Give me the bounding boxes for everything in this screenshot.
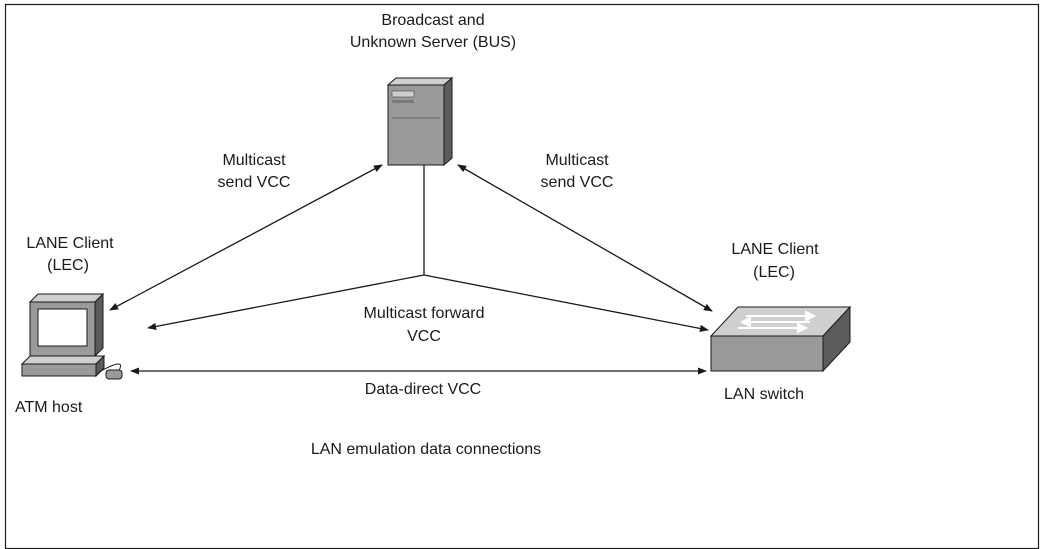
lan-switch-label: LAN switch <box>724 386 805 403</box>
atm-host-label: ATM host <box>15 399 83 416</box>
left-client-label-line1: LANE Client <box>26 235 114 252</box>
bus-server-icon <box>386 76 454 167</box>
left-multicast-send-vcc-arrow <box>109 164 383 311</box>
left-multicast-send-label-line2: send VCC <box>217 174 291 191</box>
lan-switch-icon <box>709 305 852 373</box>
right-multicast-send-vcc-arrow <box>457 164 713 312</box>
multicast-forward-label-line2: VCC <box>407 328 441 345</box>
bus-label-line2: Unknown Server (BUS) <box>349 34 517 51</box>
left-client-label-line2: (LEC) <box>47 257 89 274</box>
diagram-caption: LAN emulation data connections <box>310 441 542 458</box>
atm-host-computer-icon <box>20 292 123 380</box>
left-multicast-send-label-line1: Multicast <box>222 152 286 169</box>
right-client-label-line2: (LEC) <box>753 264 795 281</box>
bus-label-line1: Broadcast and <box>381 12 485 29</box>
data-direct-vcc-label: Data-direct VCC <box>364 381 482 398</box>
diagram-border <box>4 3 1040 549</box>
right-multicast-send-label-line1: Multicast <box>545 152 609 169</box>
right-multicast-send-label-line2: send VCC <box>540 174 614 191</box>
right-client-label-line1: LANE Client <box>731 241 819 258</box>
multicast-forward-label-line1: Multicast forward <box>363 305 485 322</box>
